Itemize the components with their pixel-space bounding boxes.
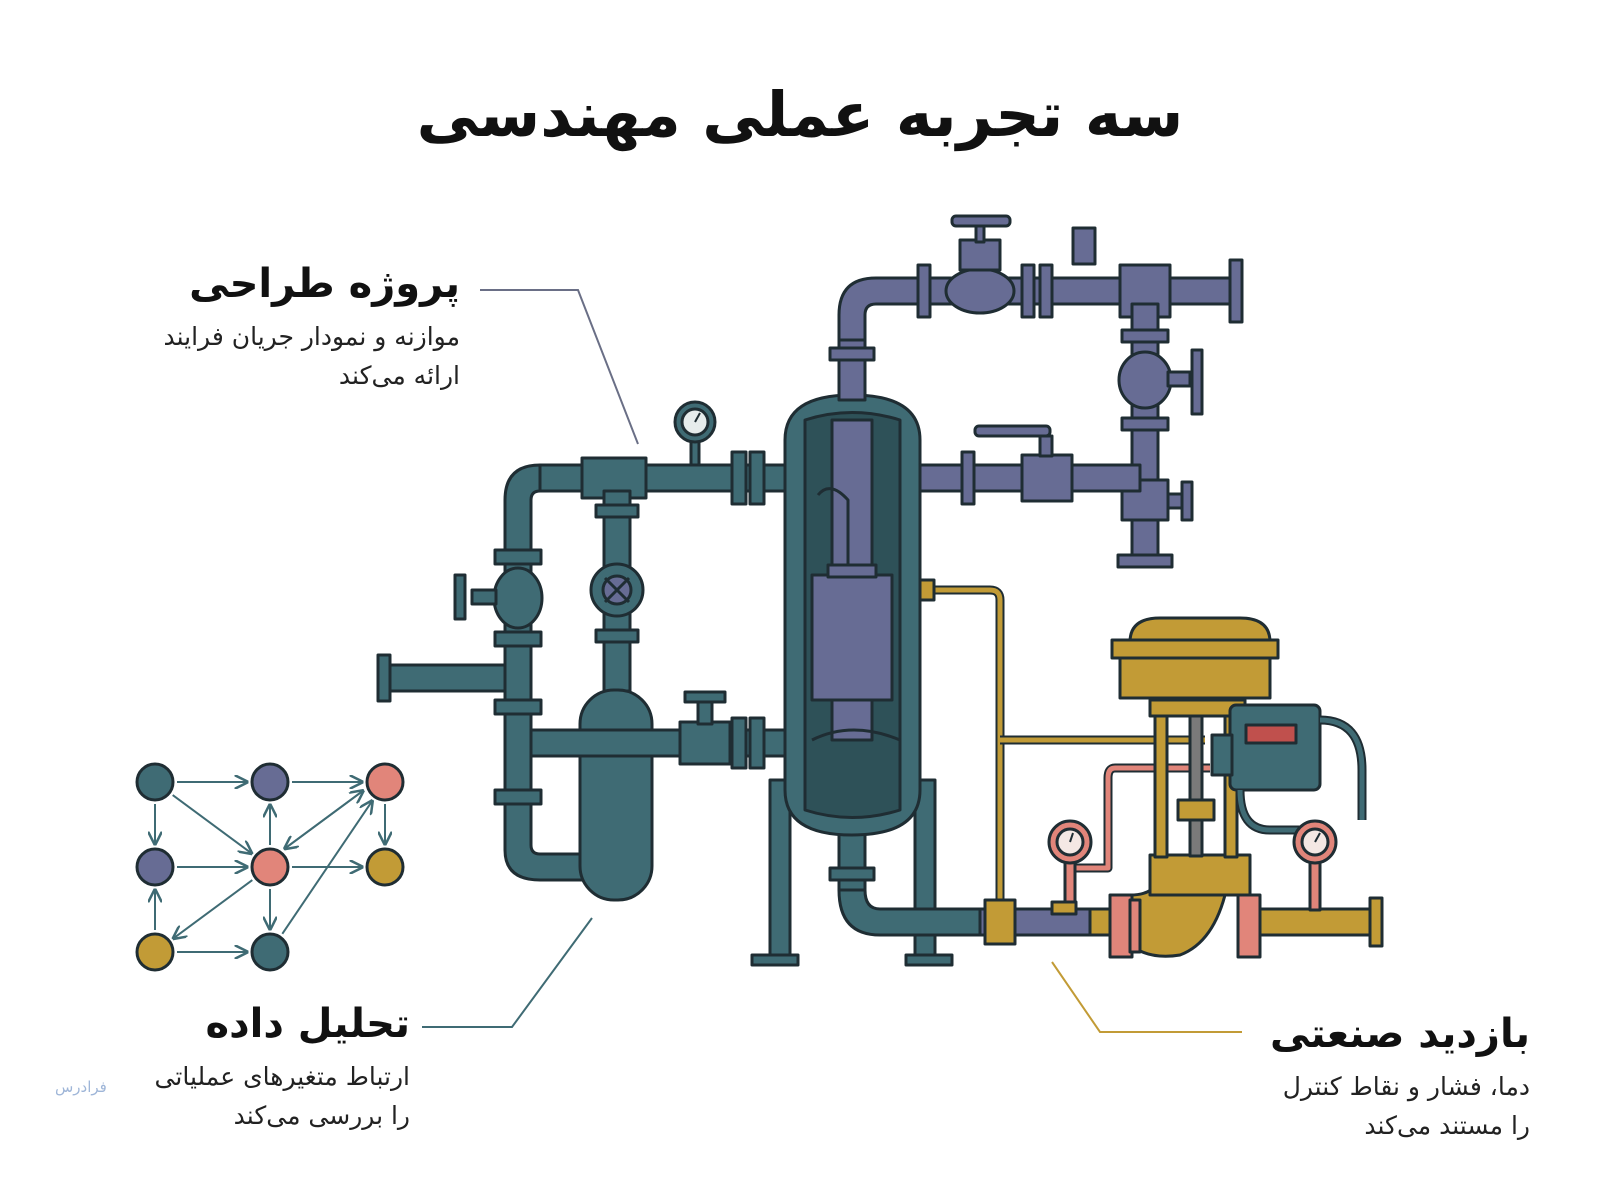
graph-node (365, 847, 405, 887)
graph-node (365, 762, 405, 802)
leader-line-design (480, 289, 639, 445)
leader-line-data (422, 917, 593, 1028)
graph-node (250, 847, 290, 887)
design-project-line2: ارائه می‌کند (338, 360, 460, 390)
leader-lines (422, 289, 1242, 1033)
graph-node (135, 847, 175, 887)
graph-node (135, 932, 175, 972)
label-design-project: پروژه طراحی موازنه و نمودار جریان فرایند… (80, 258, 460, 396)
industrial-visit-title: بازدید صنعتی (1270, 1011, 1530, 1057)
graph-node (135, 762, 175, 802)
data-analysis-graph (135, 762, 405, 972)
graph-edge (172, 794, 252, 853)
teal-piping (376, 400, 793, 902)
leader-line-visit (1051, 961, 1242, 1033)
industrial-visit-line1: دما، فشار و نقاط کنترل (1282, 1072, 1530, 1101)
central-vessel (750, 338, 982, 967)
graph-edge (173, 879, 253, 938)
graph-edge (285, 789, 365, 848)
label-industrial-visit: بازدید صنعتی دما، فشار و نقاط کنترل را م… (1160, 1008, 1530, 1146)
graph-node (250, 762, 290, 802)
data-analysis-line1: ارتباط متغیرهای عملیاتی (154, 1062, 410, 1091)
design-project-line1: موازنه و نمودار جریان فرایند (163, 322, 460, 351)
graph-edge (281, 801, 372, 935)
data-analysis-title: تحلیل داده (205, 1001, 410, 1047)
label-data-analysis: تحلیل داده ارتباط متغیرهای عملیاتی را بر… (80, 998, 410, 1136)
data-analysis-line2: را بررسی می‌کند (233, 1100, 410, 1130)
design-project-title: پروژه طراحی (189, 261, 460, 307)
control-valve (918, 578, 1384, 959)
watermark-logo: فرادرس (55, 1078, 107, 1096)
industrial-visit-line2: را مستند می‌کند (1364, 1110, 1530, 1140)
page-title: سه تجربه عملی مهندسی (416, 78, 1184, 151)
graph-node (250, 932, 290, 972)
